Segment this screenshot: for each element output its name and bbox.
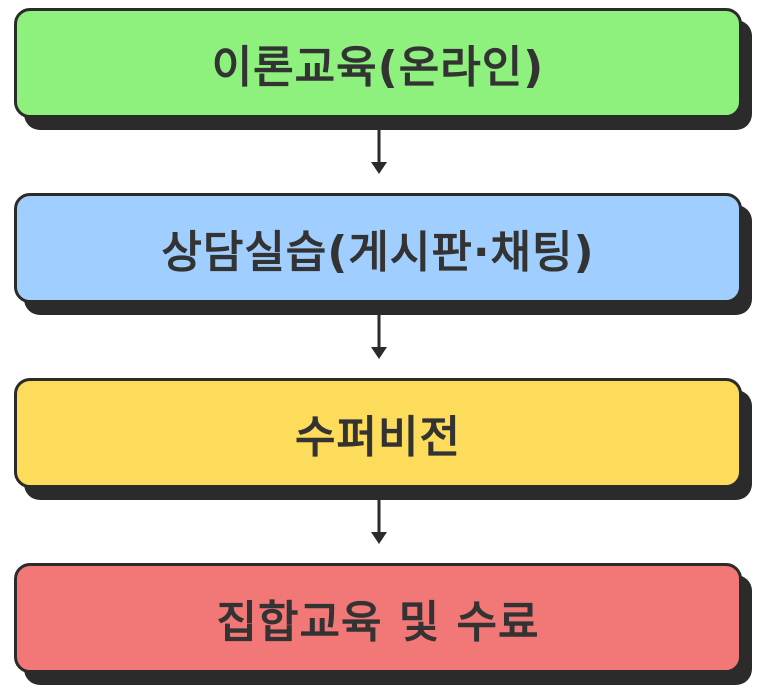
step-box: 수퍼비전 xyxy=(14,378,742,488)
step-label: 수퍼비전 xyxy=(295,412,461,463)
step-counseling-practice: 상담실습(게시판·채팅) xyxy=(0,193,758,318)
arrow-down-icon xyxy=(370,498,388,546)
arrow-down-icon xyxy=(370,313,388,361)
step-group-education-completion: 집합교육 및 수료 xyxy=(0,563,758,688)
step-label: 이론교육(온라인) xyxy=(211,42,545,93)
step-box: 이론교육(온라인) xyxy=(14,8,742,118)
step-box: 집합교육 및 수료 xyxy=(14,563,742,673)
step-theory-education: 이론교육(온라인) xyxy=(0,8,758,133)
step-box: 상담실습(게시판·채팅) xyxy=(14,193,742,303)
step-label: 상담실습(게시판·채팅) xyxy=(161,227,595,278)
step-supervision: 수퍼비전 xyxy=(0,378,758,503)
step-label: 집합교육 및 수료 xyxy=(216,597,540,648)
arrow-down-icon xyxy=(370,128,388,176)
